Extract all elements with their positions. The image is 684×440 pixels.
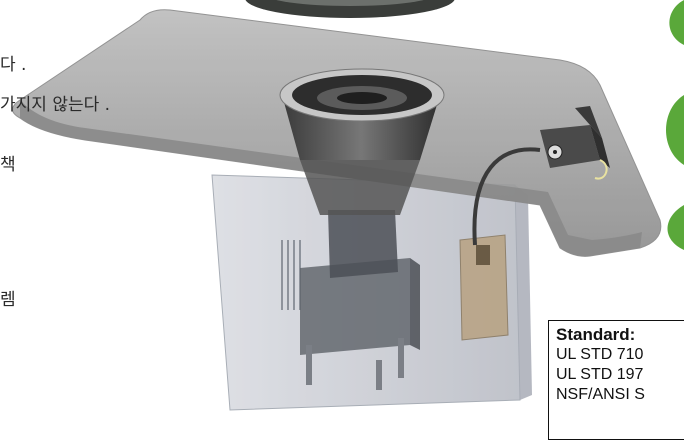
standard-title: Standard: [556, 325, 636, 344]
standard-box: Standard: UL STD 710 UL STD 197 NSF/ANSI… [548, 320, 684, 440]
standard-line: NSF/ANSI S [556, 386, 645, 403]
grill-burner-icon [279, 68, 445, 215]
standard-line: UL STD 197 [556, 366, 644, 383]
side-text-line-1: 다 . [0, 55, 27, 75]
grill-burner-top-icon [245, 0, 455, 18]
control-box-icon [540, 106, 610, 180]
side-text-line-2: 가지지 않는다 . [0, 95, 111, 115]
side-text-line-3: 책 [0, 155, 16, 175]
standard-line: UL STD 710 [556, 346, 644, 363]
cabinet [211, 174, 532, 411]
side-text-line-4: 렘 [0, 290, 16, 310]
cable [472, 147, 541, 246]
leaf-icon [666, 0, 684, 250]
